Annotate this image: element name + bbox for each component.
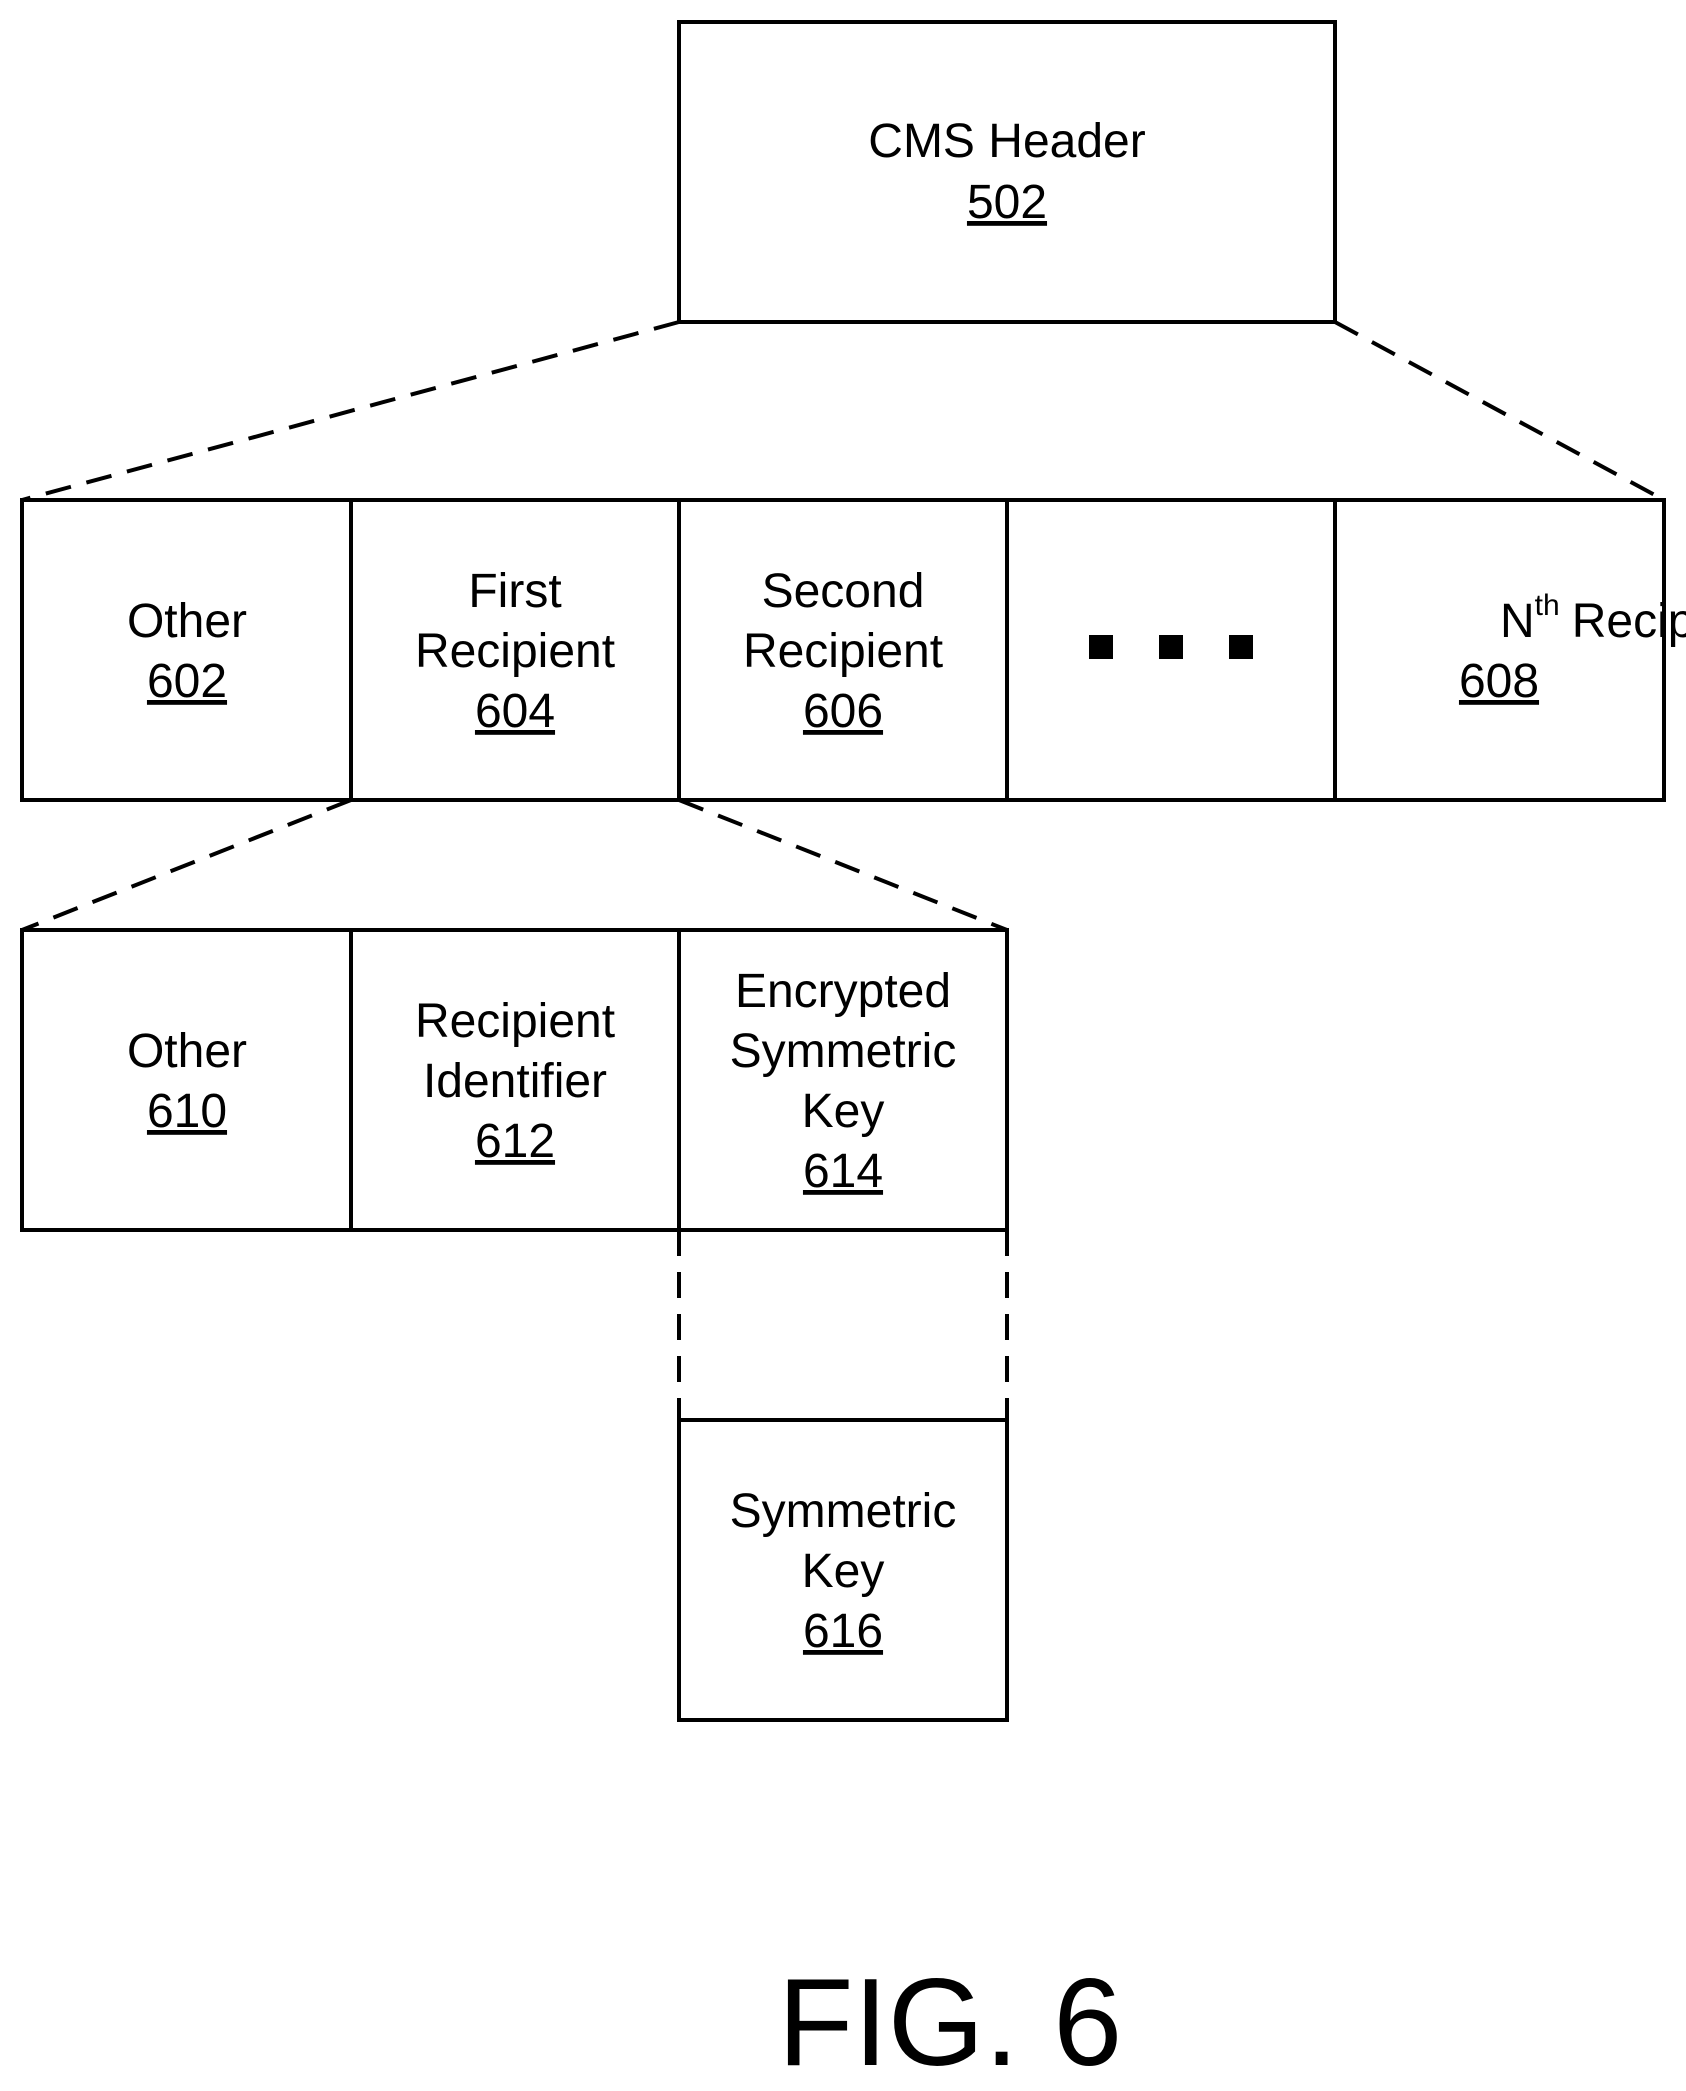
first-recipient-line1: First: [468, 565, 561, 618]
symmetric-key-box: Symmetric Key 616: [679, 1420, 1007, 1720]
second-recipient-line1: Second: [762, 565, 925, 618]
nth-recipient-label: Nth Recipient: [1500, 589, 1686, 648]
cms-header-box: CMS Header 502: [679, 22, 1335, 322]
esk-line3: Key: [802, 1085, 885, 1138]
nth-recipient-word: Recipient: [1572, 595, 1686, 648]
symmetric-key-line2: Key: [802, 1545, 885, 1598]
cms-header-ref: 502: [967, 176, 1047, 229]
recipient-identifier-ref: 612: [475, 1115, 555, 1168]
second-recipient-ref: 606: [803, 685, 883, 738]
figure-caption: FIG. 6: [778, 1954, 1123, 2091]
symmetric-key-ref: 616: [803, 1605, 883, 1658]
recipient-row: Other 602 First Recipient 604 Second Rec…: [22, 500, 1686, 800]
esk-ref: 614: [803, 1145, 883, 1198]
ellipsis-dot-2: [1159, 635, 1183, 659]
ellipsis-dot-1: [1089, 635, 1113, 659]
other-602-label: Other: [127, 595, 247, 648]
nth-superscript: th: [1535, 589, 1560, 622]
recipient-identifier-line1: Recipient: [415, 995, 615, 1048]
other-610-ref: 610: [147, 1085, 227, 1138]
expand-line-header-left: [22, 322, 679, 500]
expand-line-recipient-right: [679, 800, 1007, 930]
expand-line-recipient-left: [22, 800, 351, 930]
first-recipient-ref: 604: [475, 685, 555, 738]
nth-recipient-ref: 608: [1459, 655, 1539, 708]
ellipsis-dot-3: [1229, 635, 1253, 659]
nth-base: N: [1500, 595, 1535, 648]
symmetric-key-line1: Symmetric: [730, 1485, 957, 1538]
recipient-identifier-line2: Identifier: [423, 1055, 607, 1108]
esk-line2: Symmetric: [730, 1025, 957, 1078]
other-602-ref: 602: [147, 655, 227, 708]
esk-line1: Encrypted: [735, 965, 951, 1018]
cms-header-label: CMS Header: [868, 115, 1145, 168]
recipient-info-row: Other 610 Recipient Identifier 612 Encry…: [22, 930, 1007, 1230]
other-610-label: Other: [127, 1025, 247, 1078]
expand-line-header-right: [1335, 322, 1664, 500]
first-recipient-line2: Recipient: [415, 625, 615, 678]
second-recipient-line2: Recipient: [743, 625, 943, 678]
